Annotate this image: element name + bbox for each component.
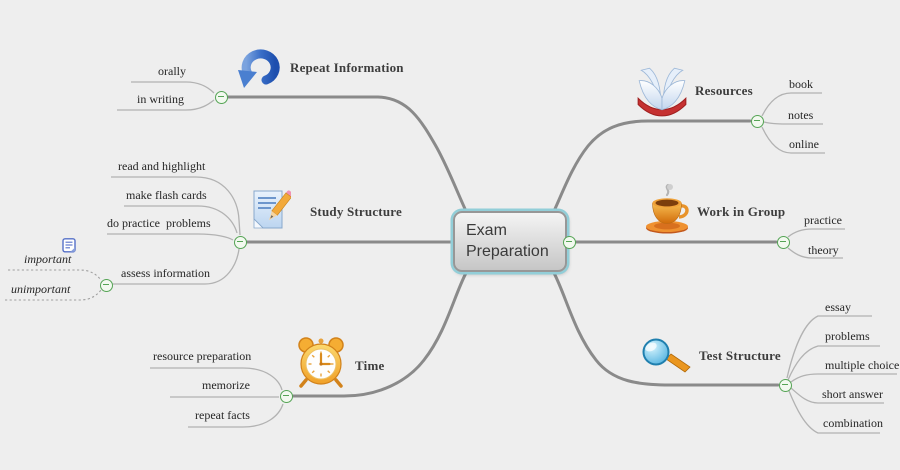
subline-repeat-facts	[188, 403, 284, 428]
subline-read-and-highlight	[111, 176, 241, 236]
topic-label-time[interactable]: Time	[355, 358, 385, 373]
coffee-cup-icon[interactable]	[641, 182, 693, 240]
collapse-button-test-structure[interactable]	[778, 378, 792, 392]
collapse-button-resources[interactable]	[750, 114, 764, 128]
subtopic-label-book[interactable]: book	[789, 77, 813, 91]
subline-theory	[787, 247, 843, 259]
collapse-button-work-in-group[interactable]	[776, 235, 790, 249]
subline-practice	[787, 228, 845, 238]
subtopic-label-resource-preparation[interactable]: resource preparation	[153, 349, 252, 363]
refresh-arrow-icon[interactable]	[235, 43, 283, 89]
collapse-button-repeat-information[interactable]	[214, 90, 228, 104]
subline-in-writing	[117, 99, 215, 111]
collapse-button-study-structure[interactable]	[233, 235, 247, 249]
subline-book	[761, 92, 822, 117]
minus-icon	[217, 95, 224, 98]
subline-short-answer	[790, 387, 884, 404]
subtopic-label-practice[interactable]: practice	[804, 213, 842, 227]
subline-assess-information	[112, 248, 240, 285]
magnifier-icon[interactable]	[640, 337, 692, 373]
subline-combination	[788, 390, 880, 434]
memo-icon[interactable]	[62, 238, 77, 253]
subline-multiple-choice	[790, 373, 897, 383]
central-topic[interactable]: Exam Preparation	[453, 211, 567, 272]
collapse-button-time[interactable]	[279, 389, 293, 403]
branch-line-time	[291, 271, 468, 398]
subtopic-label-problems[interactable]: problems	[825, 329, 870, 343]
subtopic-label-theory[interactable]: theory	[808, 243, 839, 257]
minus-icon	[102, 283, 109, 286]
minus-icon	[565, 240, 572, 243]
subtopic-label-short-answer[interactable]: short answer	[822, 387, 883, 401]
subtopic-label-do-practice-problems[interactable]: do practice problems	[107, 216, 211, 230]
topic-label-test-structure[interactable]: Test Structure	[699, 348, 781, 363]
subtopic-label-important[interactable]: important	[24, 252, 72, 266]
subtopic-label-make-flash-cards[interactable]: make flash cards	[126, 188, 207, 202]
branch-line-test-structure	[552, 271, 780, 387]
minus-icon	[236, 240, 243, 243]
alarm-clock-icon[interactable]	[295, 335, 347, 389]
topic-label-work-in-group[interactable]: Work in Group	[697, 204, 786, 219]
subtopic-label-combination[interactable]: combination	[823, 416, 883, 430]
subline-problems	[787, 345, 880, 381]
subline-resource-preparation	[150, 367, 283, 391]
subline-notes	[763, 121, 823, 125]
subline-make-flash-cards	[124, 205, 238, 234]
subline-do-practice-problems	[107, 233, 234, 241]
topic-label-resources[interactable]: Resources	[695, 83, 753, 98]
collapse-button-assess-information[interactable]	[99, 278, 113, 292]
subtopic-label-in-writing[interactable]: in writing	[137, 92, 184, 106]
subtopic-label-read-and-highlight[interactable]: read and highlight	[118, 159, 206, 173]
subline-unimportant	[5, 289, 102, 301]
subline-orally	[131, 81, 215, 94]
topic-label-study-structure[interactable]: Study Structure	[310, 204, 402, 219]
subtopic-label-memorize[interactable]: memorize	[202, 378, 250, 392]
minus-icon	[282, 394, 289, 397]
minus-icon	[781, 383, 788, 386]
minus-icon	[779, 240, 786, 243]
subtopic-label-unimportant[interactable]: unimportant	[11, 282, 71, 296]
subline-important	[8, 269, 102, 281]
collapse-button-central[interactable]	[562, 235, 576, 249]
subtopic-label-assess-information[interactable]: assess information	[121, 266, 210, 280]
central-topic-line2: Preparation	[466, 243, 549, 260]
subline-online	[761, 126, 825, 154]
subtopic-label-online[interactable]: online	[789, 137, 819, 151]
branch-line-resources	[552, 119, 752, 213]
subtopic-label-notes[interactable]: notes	[788, 108, 814, 122]
subtopic-label-essay[interactable]: essay	[825, 300, 851, 314]
note-pencil-icon[interactable]	[251, 186, 291, 234]
minus-icon	[753, 119, 760, 122]
subtopic-label-multiple-choice[interactable]: multiple choice	[825, 358, 900, 372]
subline-essay	[786, 315, 872, 379]
branch-line-repeat-information	[226, 95, 468, 213]
subtopic-label-orally[interactable]: orally	[158, 64, 186, 78]
subtopic-label-repeat-facts[interactable]: repeat facts	[195, 408, 250, 422]
open-book-icon[interactable]	[634, 63, 690, 119]
central-topic-line1: Exam	[466, 222, 507, 239]
topic-label-repeat-information[interactable]: Repeat Information	[290, 60, 404, 75]
